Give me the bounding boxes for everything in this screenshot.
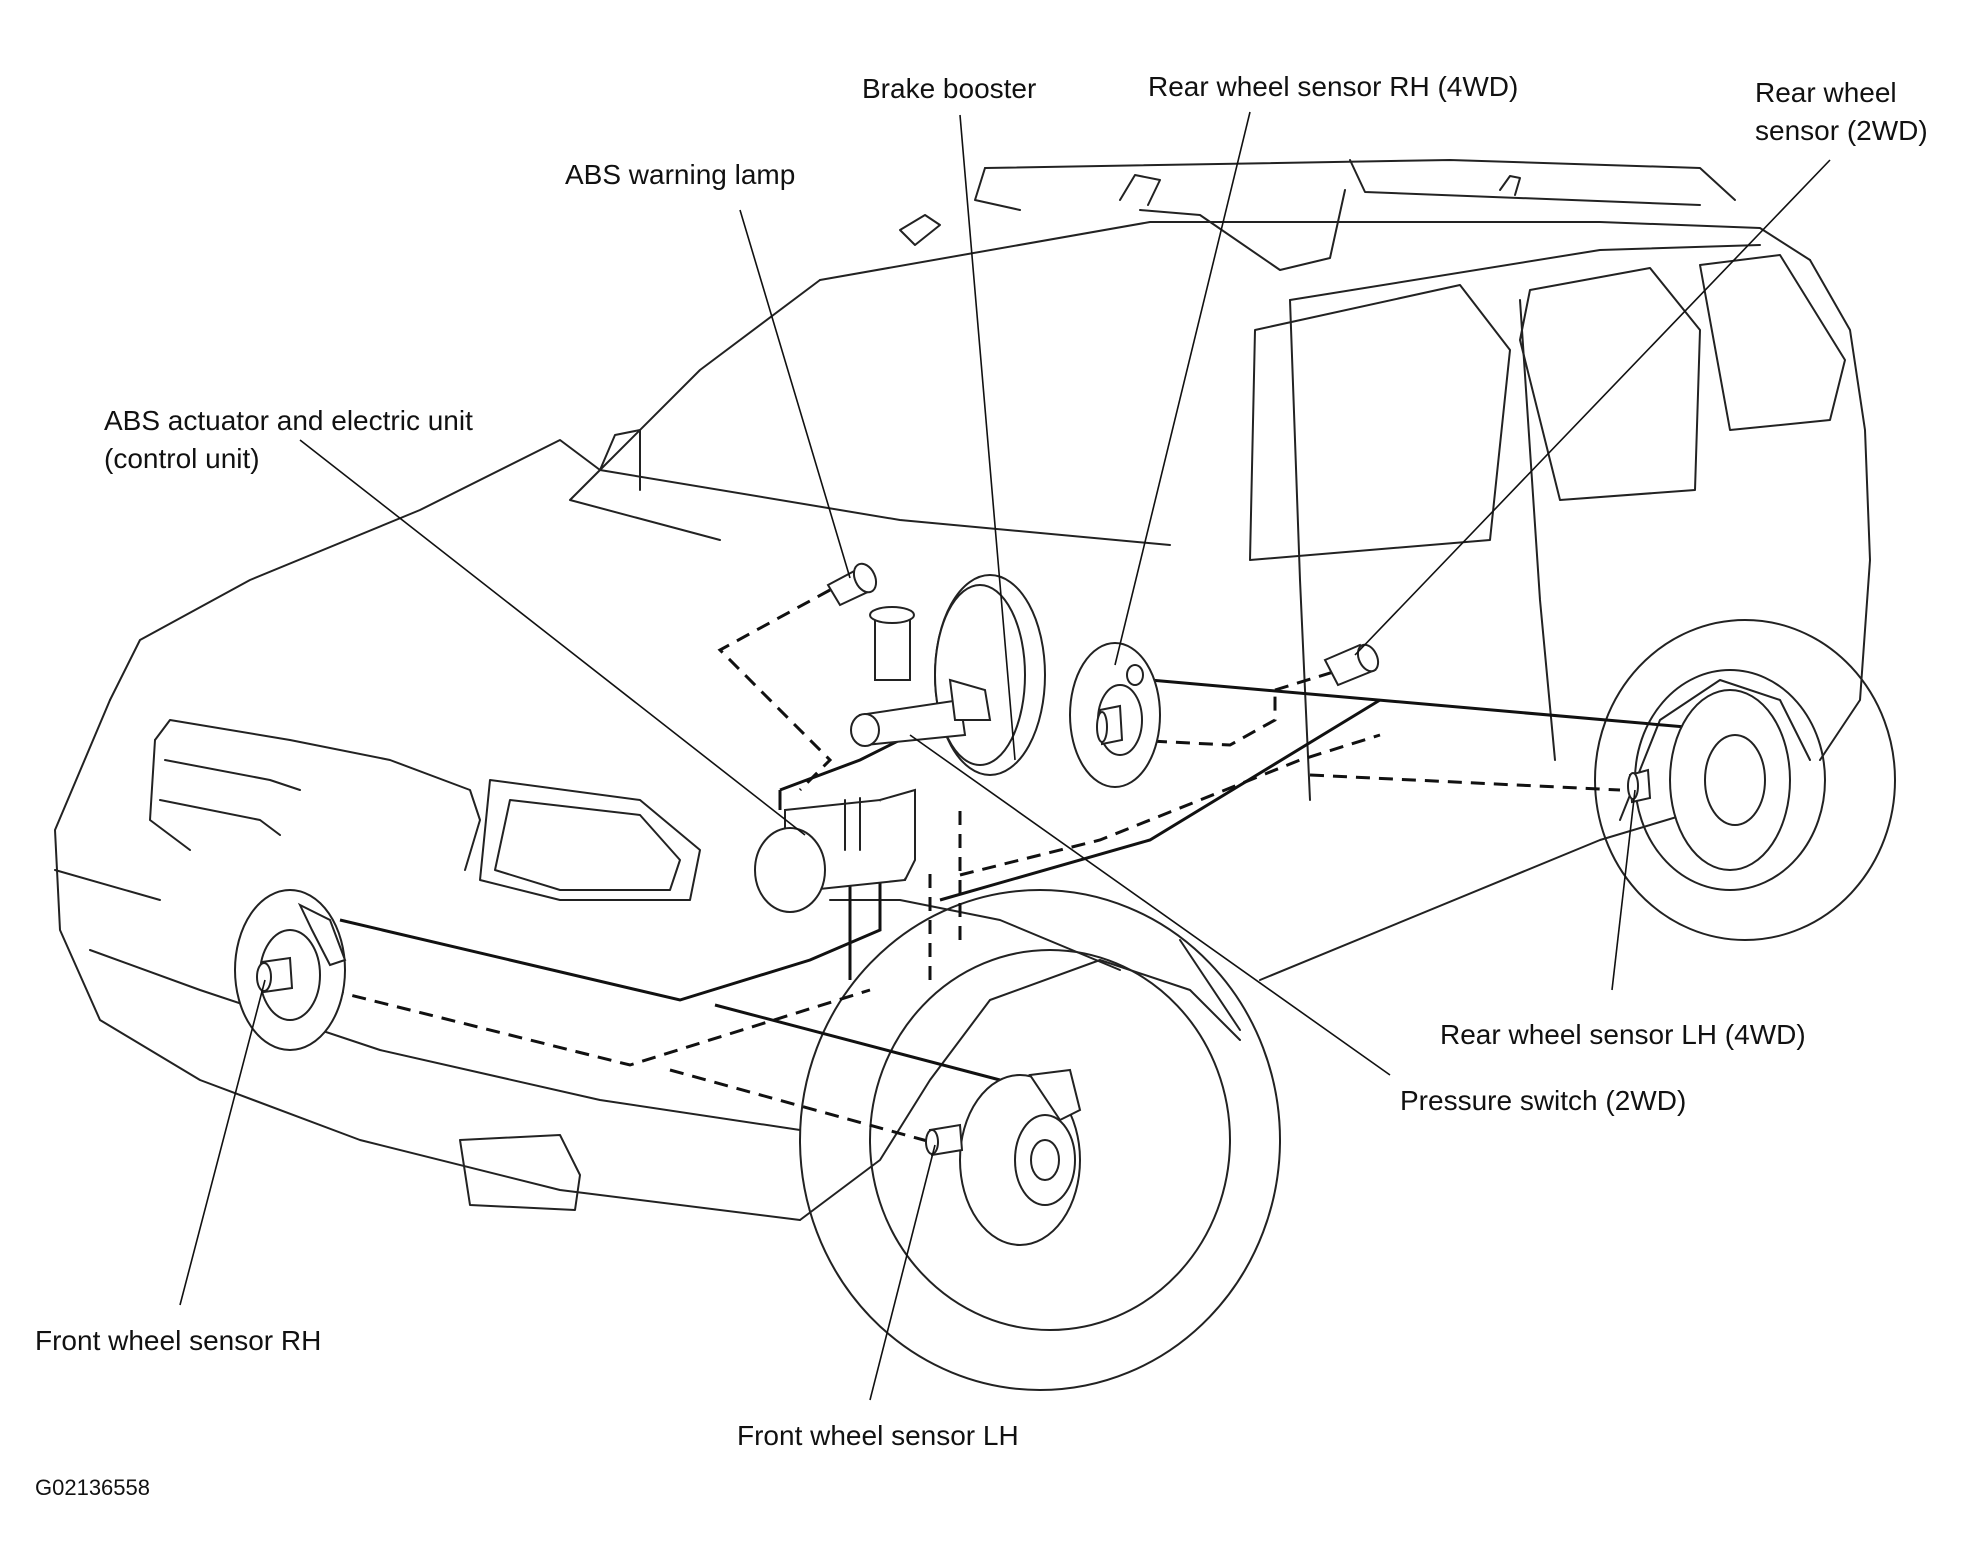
label-rear-wheel-sensor-2wd: Rear wheel sensor (2WD)	[1755, 74, 1928, 150]
brake-booster-part	[850, 574, 1046, 776]
label-rear-wheel-sensor-rh-4wd: Rear wheel sensor RH (4WD)	[1148, 71, 1519, 102]
leader-lines	[179, 111, 1831, 1401]
front-rh-hub	[234, 889, 347, 1051]
label-rear-wheel-sensor-2wd-line2: sensor (2WD)	[1755, 115, 1928, 146]
abs-warning-lamp	[826, 562, 878, 607]
label-front-wheel-sensor-lh: Front wheel sensor LH	[737, 1420, 1019, 1451]
front-lh-hub	[925, 1068, 1082, 1246]
rear-2wd-sensor-part	[1323, 643, 1380, 687]
figure-code: G02136558	[35, 1475, 150, 1500]
label-rear-wheel-sensor-2wd-line1: Rear wheel	[1755, 77, 1897, 108]
label-front-wheel-sensor-rh: Front wheel sensor RH	[35, 1325, 322, 1356]
label-abs-actuator-line2: (control unit)	[104, 443, 260, 474]
rear-lh-sensor-part	[1627, 689, 1791, 871]
rear-rh-hub	[1069, 642, 1161, 788]
label-abs-actuator-line1: ABS actuator and electric unit	[104, 405, 473, 436]
label-abs-actuator: ABS actuator and electric unit (control …	[104, 402, 473, 478]
wiring-harness-solid	[339, 678, 1721, 1082]
abs-actuator-unit	[754, 788, 916, 913]
wiring-harness-dashed	[329, 588, 1621, 1152]
label-rear-wheel-sensor-lh-4wd: Rear wheel sensor LH (4WD)	[1440, 1019, 1806, 1050]
label-abs-warning-lamp: ABS warning lamp	[565, 159, 796, 190]
label-brake-booster: Brake booster	[862, 73, 1037, 104]
vehicle-body	[54, 159, 1871, 1221]
label-pressure-switch-2wd: Pressure switch (2WD)	[1400, 1085, 1687, 1116]
front-left-tire	[799, 889, 1281, 1391]
